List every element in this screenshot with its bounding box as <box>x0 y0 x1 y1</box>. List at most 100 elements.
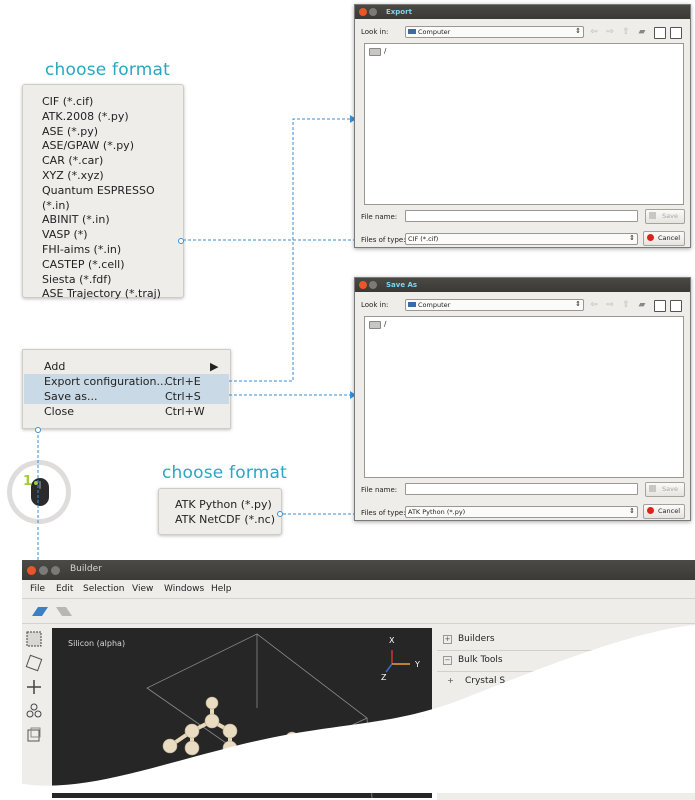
saveas-file-list[interactable]: / <box>364 316 684 478</box>
export-save-button[interactable]: Save <box>645 209 685 224</box>
file-menu: Add ▶ Export configuration... Ctrl+E Sav… <box>22 349 231 429</box>
combo-arrows-icon: ⇕ <box>629 234 635 242</box>
minimize-icon[interactable] <box>369 8 377 16</box>
look-in-value: Computer <box>418 28 451 36</box>
axis-x-label: X <box>389 636 395 645</box>
undo-icon[interactable] <box>30 603 50 619</box>
list-view-icon[interactable] <box>654 300 666 312</box>
look-in-combo[interactable]: Computer ⇕ <box>405 26 584 38</box>
menu-windows[interactable]: Windows <box>164 584 205 594</box>
decorative-wave <box>0 625 695 793</box>
menu-item-export-configuration[interactable]: Export configuration... Ctrl+E <box>24 374 229 389</box>
redo-icon[interactable] <box>54 603 74 619</box>
export-files-of-type-combo[interactable]: CIF (*.cif) ⇕ <box>405 233 638 245</box>
export-save-label: Save <box>662 212 678 220</box>
export-dialog-titlebar: Export <box>355 5 690 19</box>
new-folder-icon[interactable]: ▰ <box>638 27 646 37</box>
computer-icon <box>408 302 416 307</box>
menu-view[interactable]: View <box>132 584 154 594</box>
look-in-value: Computer <box>418 301 451 309</box>
sidebar-item-bulk-tools-label: Bulk Tools <box>458 655 503 665</box>
saveas-save-button[interactable]: Save <box>645 482 685 497</box>
detail-view-icon[interactable] <box>670 300 682 312</box>
menu-item-add-label: Add <box>44 360 66 373</box>
saveas-cancel-button[interactable]: Cancel <box>643 504 685 519</box>
look-in-combo[interactable]: Computer ⇕ <box>405 299 584 311</box>
format-item: CASTEP (*.cell) <box>42 257 125 271</box>
menu-edit[interactable]: Edit <box>56 584 74 594</box>
forward-icon[interactable]: ⇨ <box>606 27 614 37</box>
sidebar-item-builders-label: Builders <box>458 634 495 644</box>
back-icon[interactable]: ⇦ <box>590 300 598 310</box>
choose-format-heading-atk: choose format <box>162 463 287 483</box>
saveas-dialog-title: Save As <box>386 281 418 289</box>
menu-help[interactable]: Help <box>211 584 232 594</box>
format-item: Quantum ESPRESSO (*.in) <box>42 183 155 212</box>
saveas-cancel-label: Cancel <box>658 507 681 515</box>
close-icon[interactable] <box>359 8 367 16</box>
cancel-icon <box>647 234 654 241</box>
mouse-icon <box>31 478 49 506</box>
cell-icon[interactable] <box>25 726 43 744</box>
format-item: Siesta (*.fdf) <box>42 272 112 286</box>
menu-item-save-as[interactable]: Save as... Ctrl+S <box>24 389 229 404</box>
select-icon[interactable] <box>25 630 43 648</box>
save-icon <box>649 212 656 219</box>
builder-titlebar: Builder <box>22 560 695 580</box>
format-item: VASP (*) <box>42 228 88 242</box>
submenu-arrow-icon: ▶ <box>210 360 219 373</box>
sidebar-item-builders[interactable]: + Builders <box>437 630 695 651</box>
lasso-icon[interactable] <box>25 654 43 672</box>
drive-icon <box>369 48 381 56</box>
minimize-icon[interactable] <box>369 281 377 289</box>
atk-format-list: ATK Python (*.py) ATK NetCDF (*.nc) <box>158 488 282 535</box>
saveas-file-name-input[interactable] <box>405 483 638 495</box>
minimize-icon[interactable] <box>39 566 48 575</box>
format-item: XYZ (*.xyz) <box>42 168 104 182</box>
saveas-dialog: Save As Look in: Computer ⇕ ⇦ ⇨ ⇧ ▰ / Fi… <box>354 277 691 521</box>
collapse-icon[interactable]: − <box>443 656 452 665</box>
menu-selection[interactable]: Selection <box>83 584 125 594</box>
up-icon[interactable]: ⇧ <box>622 27 630 37</box>
root-entry[interactable]: / <box>384 47 387 55</box>
saveas-files-of-type-combo[interactable]: ATK Python (*.py) ⇕ <box>405 506 638 518</box>
close-icon[interactable] <box>27 566 36 575</box>
move-icon[interactable] <box>25 678 43 696</box>
format-item: CIF (*.cif) <box>42 95 94 108</box>
axis-z-label: Z <box>381 673 387 682</box>
root-entry[interactable]: / <box>384 320 387 328</box>
new-folder-icon[interactable]: ▰ <box>638 300 646 310</box>
computer-icon <box>408 29 416 34</box>
maximize-icon[interactable] <box>51 566 60 575</box>
menu-item-saveas-label: Save as... <box>44 390 98 403</box>
expand-icon[interactable]: + <box>447 676 454 685</box>
expand-icon[interactable]: + <box>443 635 452 644</box>
drive-icon <box>369 321 381 329</box>
close-icon[interactable] <box>359 281 367 289</box>
format-item: FHI-aims (*.in) <box>42 242 122 256</box>
files-of-type-label: Files of type: <box>361 236 406 244</box>
menu-item-close-shortcut: Ctrl+W <box>165 405 205 418</box>
export-cancel-button[interactable]: Cancel <box>643 231 685 246</box>
sidebar-item-crystal[interactable]: + Crystal S <box>437 672 695 692</box>
forward-icon[interactable]: ⇨ <box>606 300 614 310</box>
combo-arrows-icon: ⇕ <box>575 300 581 308</box>
detail-view-icon[interactable] <box>670 27 682 39</box>
list-view-icon[interactable] <box>654 27 666 39</box>
saveas-files-of-type-value: ATK Python (*.py) <box>408 508 466 516</box>
axis-y-label: Y <box>414 660 420 669</box>
export-file-name-input[interactable] <box>405 210 638 222</box>
combo-arrows-icon: ⇕ <box>575 27 581 35</box>
choose-format-heading: choose format <box>45 60 170 80</box>
back-icon[interactable]: ⇦ <box>590 27 598 37</box>
export-file-list[interactable]: / <box>364 43 684 205</box>
format-item: ASE Trajectory (*.traj) <box>42 287 161 301</box>
menu-file[interactable]: File <box>30 584 46 594</box>
up-icon[interactable]: ⇧ <box>622 300 630 310</box>
bond-icon[interactable] <box>25 702 43 720</box>
menu-item-close[interactable]: Close Ctrl+W <box>24 404 229 419</box>
export-files-of-type-value: CIF (*.cif) <box>408 235 439 243</box>
format-item-atk-netcdf: ATK NetCDF (*.nc) <box>175 513 275 526</box>
menu-item-add[interactable]: Add ▶ <box>24 359 229 374</box>
